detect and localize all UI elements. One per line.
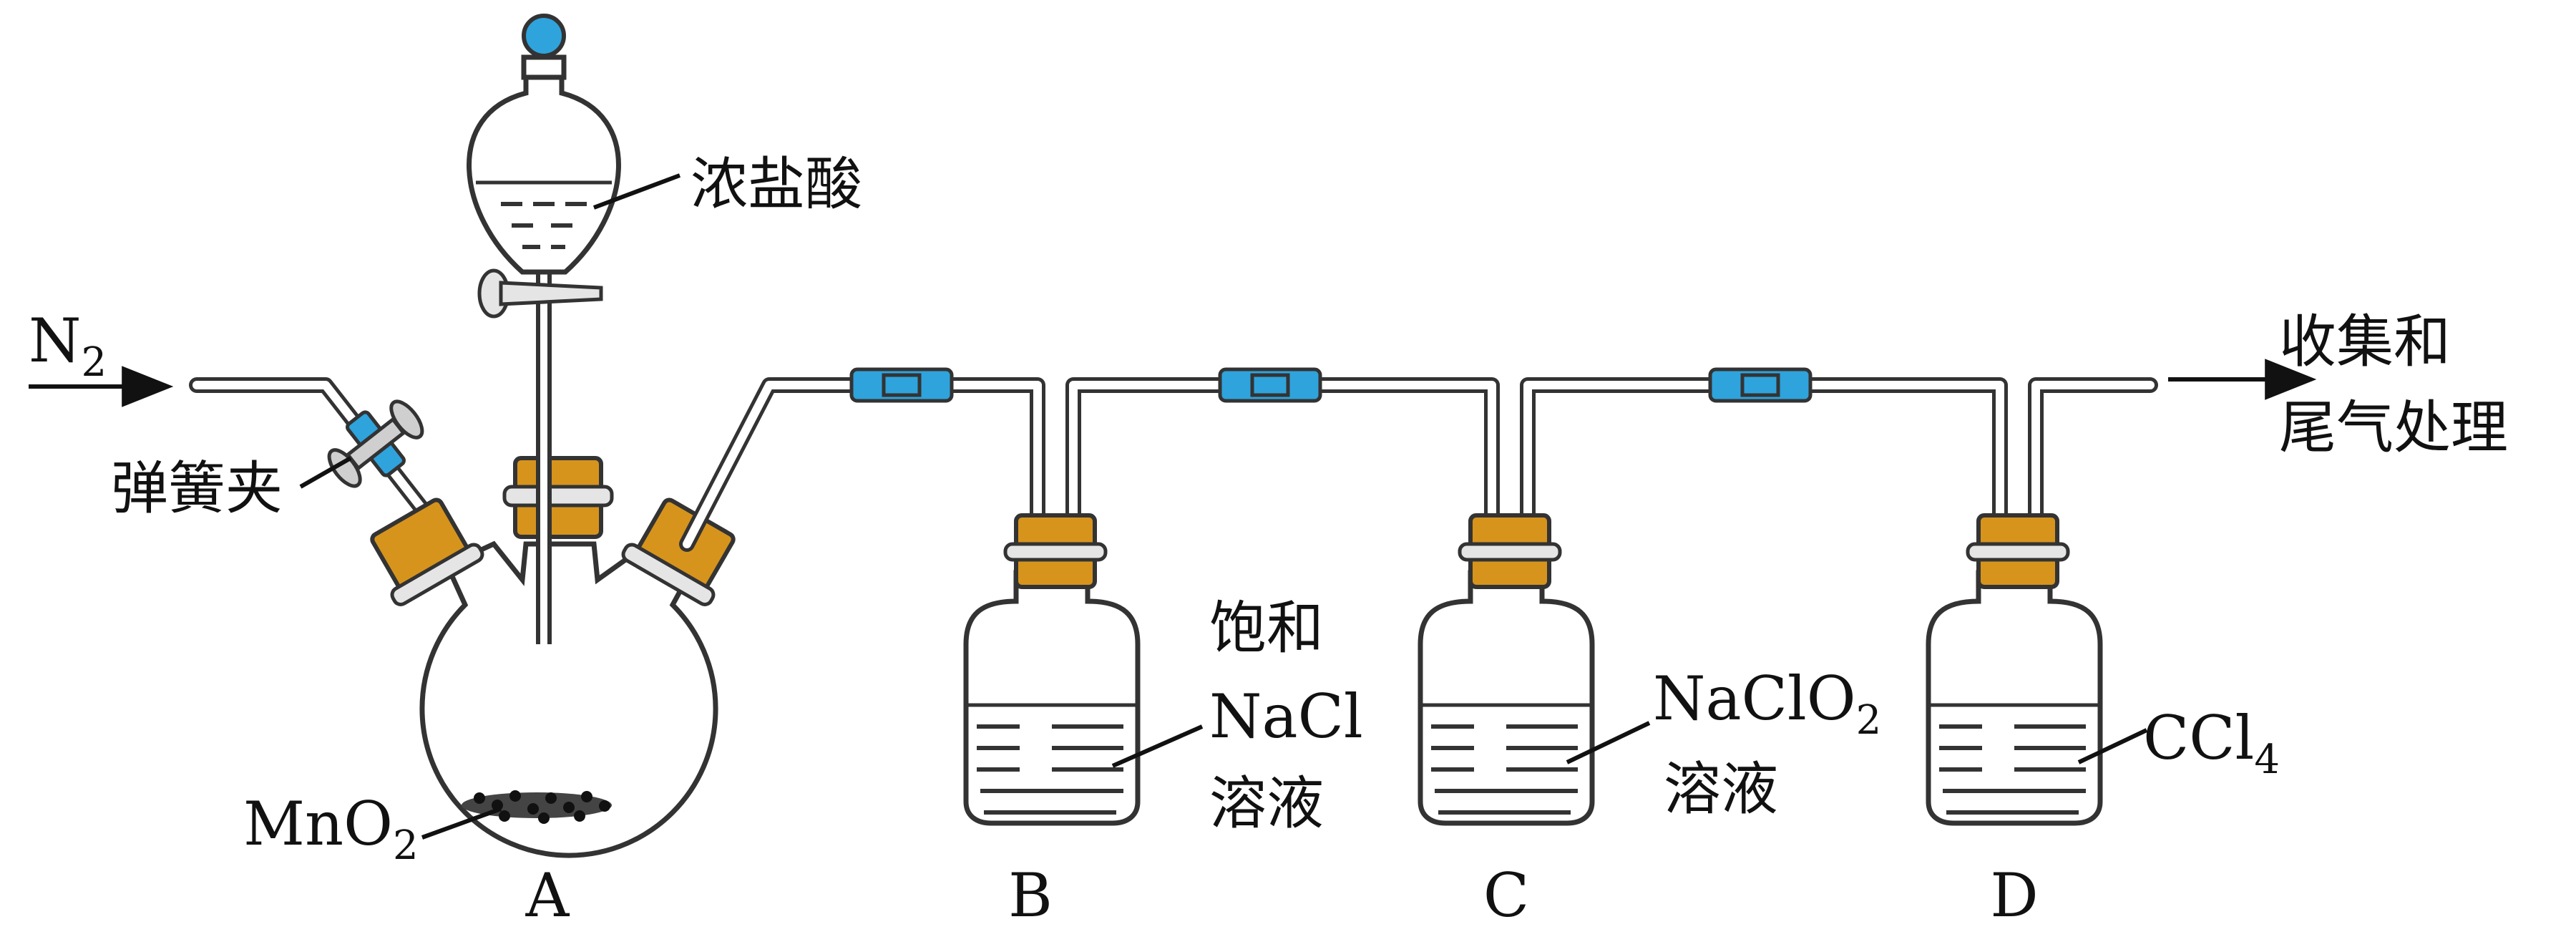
liquid-naclo2 xyxy=(1431,724,1578,815)
gas-bottle xyxy=(1926,570,2103,826)
bottle-c: NaClO2 溶液 C xyxy=(1418,513,1881,931)
stopcock-key[interactable] xyxy=(499,281,603,306)
neck-ring xyxy=(502,485,614,507)
spring-clamp[interactable] xyxy=(317,388,434,500)
gas-bottle xyxy=(1418,570,1595,826)
rubber-connector xyxy=(1708,367,1813,403)
clamp-leader xyxy=(299,456,352,489)
nacl-leader xyxy=(1111,724,1204,768)
neck-ring xyxy=(1458,542,1562,562)
funnel-bulb xyxy=(467,65,621,275)
ccl4-leader xyxy=(2077,728,2148,764)
nacl-label-line1: 饱和 xyxy=(1209,595,1324,661)
hcl-leader xyxy=(592,173,681,210)
n2-label: N2 xyxy=(29,306,107,386)
bottle-d: CCl4 D xyxy=(1926,513,2280,931)
hcl-label: 浓盐酸 xyxy=(691,151,862,218)
neck-ring xyxy=(1003,542,1108,562)
naclo2-label-line1: NaClO2 xyxy=(1653,664,1881,744)
gas-bottle xyxy=(963,570,1141,826)
naclo2-label-line2: 溶液 xyxy=(1664,756,1778,822)
mno2-leader xyxy=(421,807,502,840)
rubber-connector xyxy=(849,367,954,403)
flask-a-center-neck xyxy=(502,456,614,539)
clamp-label: 弹簧夹 xyxy=(111,455,283,522)
round-bottom-flask xyxy=(419,540,718,858)
funnel-stopper[interactable] xyxy=(522,14,566,58)
n2-inlet: N2 xyxy=(29,306,174,407)
label-d: D xyxy=(1990,860,2038,931)
bottle-b: 饱和 NaCl 溶液 B xyxy=(963,513,1363,931)
nacl-label-line2: NaCl xyxy=(1209,681,1363,752)
outlet-label-line2: 尾气处理 xyxy=(2279,394,2508,461)
mno2-label: MnO2 xyxy=(243,789,419,869)
flask-a: MnO2 A xyxy=(243,456,736,931)
inlet-pipe xyxy=(189,377,441,530)
liquid-nacl xyxy=(977,724,1123,815)
naclo2-leader xyxy=(1566,721,1651,764)
rubber-connector xyxy=(1218,367,1322,403)
label-c: C xyxy=(1483,860,1529,931)
neck-ring xyxy=(621,543,716,606)
outlet-label-line1: 收集和 xyxy=(2279,309,2451,375)
ccl4-label: CCl4 xyxy=(2143,703,2280,783)
clamp-wing xyxy=(389,399,424,439)
clamp-wing xyxy=(327,448,362,488)
label-a: A xyxy=(525,860,570,931)
flask-a-left-neck xyxy=(370,497,484,606)
neck-ring xyxy=(390,543,484,606)
liquid-ccl4 xyxy=(1939,724,2086,815)
neck-ring xyxy=(1966,542,2070,562)
nacl-label-line3: 溶液 xyxy=(1209,770,1324,837)
label-b: B xyxy=(1008,860,1053,931)
hcl-liquid xyxy=(501,202,587,249)
separatory-funnel: 浓盐酸 xyxy=(467,14,862,644)
funnel-neck xyxy=(521,54,567,80)
